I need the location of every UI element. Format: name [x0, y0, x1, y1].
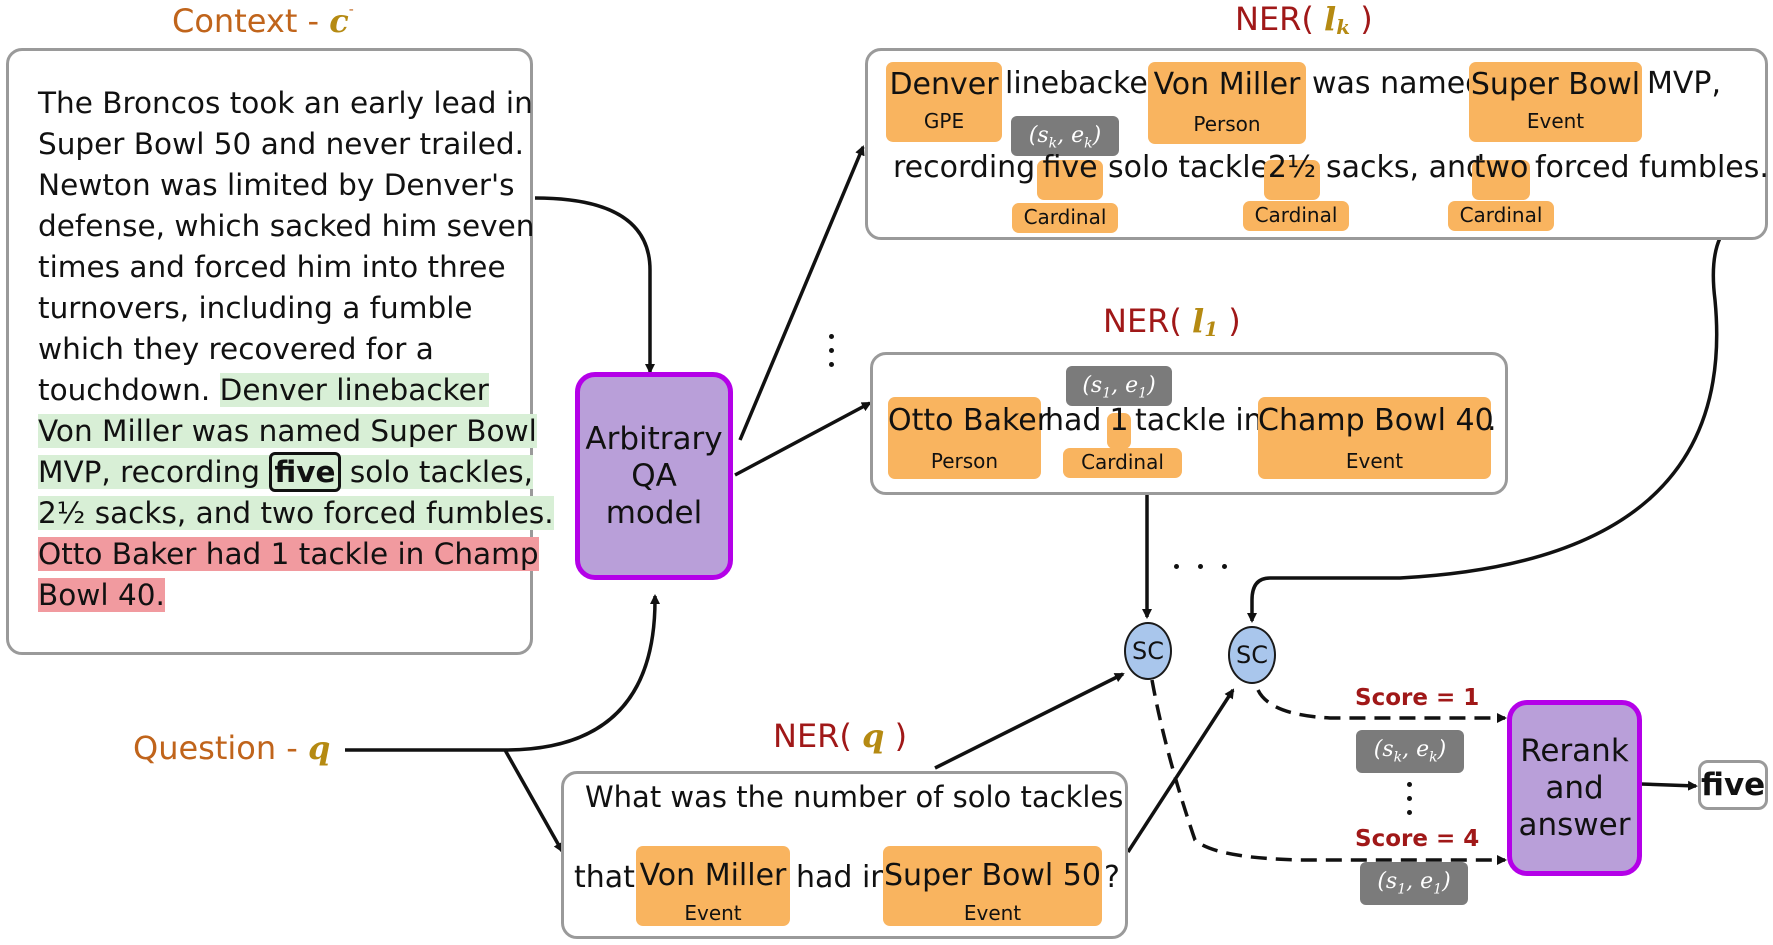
text-question-mark: ?: [1104, 860, 1120, 895]
vertical-ellipsis: [829, 334, 834, 370]
context-line: defense, which sacked him seven: [38, 209, 535, 243]
ner-q-title: NER( q ): [773, 717, 908, 755]
text-sacks-and: sacks, and: [1326, 150, 1486, 185]
question-line-1: What was the number of solo tackles: [585, 780, 1124, 814]
entity-five: five: [1037, 150, 1103, 200]
text-linebacker: linebacker: [1005, 66, 1161, 101]
context-line: turnovers, including a fumble: [38, 291, 473, 325]
span-tag-lk: (sk, ek): [1011, 116, 1119, 156]
arrow-rerank-to-answer: [1640, 780, 1698, 791]
distractor-span: Otto Baker had 1 tackle in Champ: [38, 537, 539, 571]
arrow-sc2-to-rerank: [1256, 689, 1507, 723]
rerank-label: Rerank: [1520, 732, 1629, 769]
distractor-span: Bowl 40.: [38, 578, 165, 612]
span-tag-l1: (s1, e1): [1066, 366, 1172, 406]
arrow-qa-to-ner-l1: [734, 401, 872, 477]
span-tag-l1-rerank: (s1, e1): [1360, 862, 1468, 905]
text-recording: recording: [893, 150, 1036, 185]
text-tackle-in: tackle in: [1135, 403, 1263, 438]
context-line: times and forced him into three: [38, 250, 506, 284]
rerank-box: Rerank and answer: [1507, 700, 1642, 876]
entity-super-bowl-50: Super Bowl 50 Event: [883, 846, 1102, 926]
type-cardinal: Cardinal: [1012, 203, 1118, 233]
arrow-lk-to-sc: [1247, 237, 1722, 623]
type-cardinal: Cardinal: [1448, 201, 1554, 231]
context-title: Context - c-: [172, 2, 354, 40]
ner-lk-title: NER( lk ): [1235, 0, 1373, 39]
score-top: Score = 1: [1355, 685, 1480, 711]
text-mvp: MVP,: [1647, 66, 1722, 101]
rerank-label: and: [1545, 769, 1604, 806]
supporting-span: Denver linebacker: [219, 373, 489, 407]
ner-q-box: What was the number of solo tackles that…: [561, 771, 1128, 939]
rerank-label: answer: [1518, 806, 1631, 843]
entity-otto-baker: Otto Baker Person: [888, 397, 1049, 479]
context-line: Newton was limited by Denver's: [38, 168, 515, 202]
sc-node-2: SC: [1228, 626, 1276, 684]
entity-two-and-half: 2½: [1264, 150, 1320, 200]
text-that: that: [574, 860, 635, 895]
supporting-span: MVP, recording five solo tackles,: [38, 452, 533, 492]
entity-two: two: [1472, 150, 1530, 200]
arrow-q-to-sc2: [1126, 688, 1235, 853]
span-tag-lk-rerank: (sk, ek): [1356, 730, 1464, 773]
text-forced-fumbles: forced fumbles.: [1535, 150, 1769, 185]
context-line-touchdown: touchdown. Denver linebacker: [38, 373, 489, 407]
text-solo-tackles: solo tackles,: [1108, 150, 1295, 185]
context-line: Super Bowl 50 and never trailed.: [38, 127, 524, 161]
entity-denver: Denver GPE: [886, 62, 1002, 142]
entity-von-miller-q: Von Miller Event: [636, 846, 790, 926]
final-answer: five: [1698, 760, 1768, 810]
context-line: The Broncos took an early lead in: [38, 86, 533, 120]
supporting-span: 2½ sacks, and two forced fumbles.: [38, 496, 554, 530]
text-period: .: [1487, 403, 1497, 438]
ner-l1-title: NER( l1 ): [1103, 302, 1241, 341]
arrow-context-to-qa: [534, 196, 655, 374]
qa-model-label: Arbitrary: [585, 420, 723, 457]
arrow-question-to-ner-q: [503, 749, 564, 853]
ner-lk-box: Denver GPE linebacker Von Miller Person …: [865, 48, 1769, 240]
arrow-question-to-qa: [345, 594, 660, 752]
question-label: Question - q: [133, 729, 331, 767]
text-was-named: was named: [1312, 66, 1485, 101]
sc-node-1: SC: [1124, 622, 1172, 680]
entity-von-miller: Von Miller Person: [1148, 62, 1306, 144]
entity-one: 1: [1107, 403, 1131, 449]
arrow-nerq-to-sc1: [934, 672, 1125, 770]
context-line: Von Miller was named Super Bowl: [38, 411, 537, 451]
arrow-sc1-to-rerank: [1150, 679, 1507, 865]
qa-model-label: model: [605, 494, 703, 531]
entity-super-bowl: Super Bowl Event: [1469, 62, 1642, 142]
score-bottom: Score = 4: [1355, 826, 1480, 852]
answer-highlight: five: [269, 452, 341, 492]
type-cardinal: Cardinal: [1063, 448, 1182, 478]
type-cardinal: Cardinal: [1243, 201, 1349, 231]
entity-champ-bowl-40: Champ Bowl 40 Event: [1258, 397, 1494, 479]
context-line: Bowl 40.: [38, 575, 165, 615]
supporting-span: Von Miller was named Super Bowl: [38, 414, 537, 448]
context-line: MVP, recording five solo tackles,: [38, 452, 533, 492]
ner-l1-box: (s1, e1) Otto Baker Person had 1 Cardina…: [870, 352, 1508, 495]
context-line: Otto Baker had 1 tackle in Champ: [38, 534, 539, 574]
qa-model-box: Arbitrary QA model: [575, 372, 733, 580]
vertical-ellipsis-scores: [1407, 782, 1412, 822]
qa-model-label: QA: [631, 457, 677, 494]
context-box: The Broncos took an early lead in Super …: [6, 48, 554, 655]
text-had-in: had in: [796, 860, 890, 895]
context-line: 2½ sacks, and two forced fumbles.: [38, 493, 554, 533]
context-line: which they recovered for a: [38, 332, 434, 366]
text-had: had: [1045, 403, 1102, 438]
arrow-qa-to-ner-lk: [738, 145, 865, 441]
